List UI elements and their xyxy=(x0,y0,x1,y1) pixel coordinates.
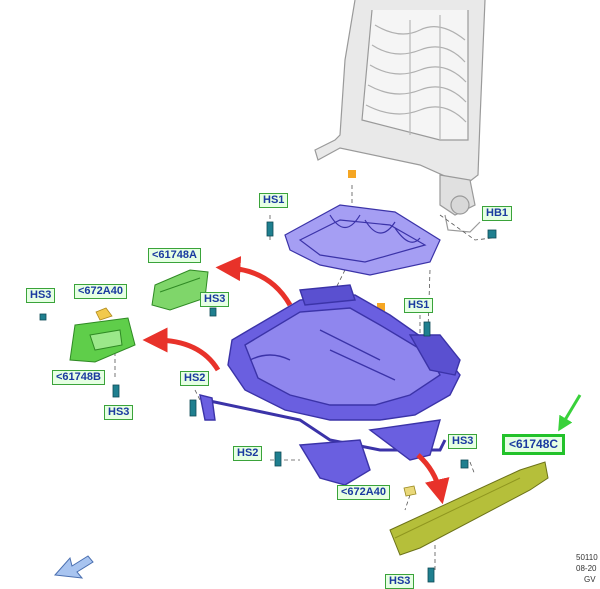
orange-fastener-marker-mid xyxy=(377,303,385,311)
callout-hs3-bottom-left: HS3 xyxy=(104,405,134,420)
bracket-61748b xyxy=(69,317,136,363)
callout-672a40-left: <672A40 xyxy=(74,284,127,299)
seat-cushion-frame xyxy=(199,284,461,486)
callout-hs1-mid: HS1 xyxy=(404,298,434,313)
callout-hs3-mid: HS3 xyxy=(200,292,230,307)
seat-back-frame xyxy=(314,0,486,233)
fasteners xyxy=(39,221,497,583)
reference-code-line-3: GV xyxy=(584,575,596,584)
view-direction-arrow xyxy=(53,555,94,579)
callout-61748b: <61748B xyxy=(52,370,105,385)
clip-672a40-bottom xyxy=(403,485,417,497)
callout-hb1: HB1 xyxy=(482,206,513,221)
callout-61748c-highlighted: <61748C xyxy=(502,434,566,455)
callout-hs3-right: HS3 xyxy=(448,434,478,449)
trim-panel-61748c xyxy=(389,461,549,556)
clip-672a40-left xyxy=(95,307,113,321)
reference-code-line-2: 08-20 xyxy=(576,564,597,573)
callout-61748a: <61748A xyxy=(148,248,201,263)
orange-fastener-marker-top xyxy=(348,170,356,178)
callout-hs1-top: HS1 xyxy=(259,193,289,208)
callout-hs2-bottom: HS2 xyxy=(233,446,263,461)
cushion-suspension-pan xyxy=(284,204,441,276)
callout-hs2-left: HS2 xyxy=(180,371,210,386)
reference-code-line-1: 50110 xyxy=(576,553,598,562)
callout-672a40-bottom: <672A40 xyxy=(337,485,390,500)
callout-hs3-left: HS3 xyxy=(26,288,56,303)
green-pointer-arrow xyxy=(558,394,582,432)
red-direction-arrows xyxy=(142,256,450,505)
